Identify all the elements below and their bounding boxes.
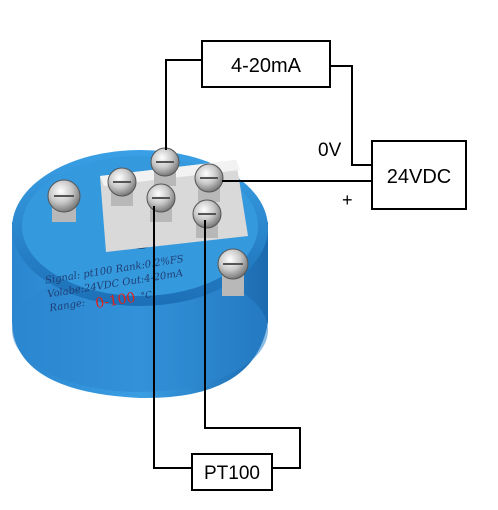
zero-volt-label: 0V <box>318 140 342 161</box>
wire-zero-volt <box>330 65 372 166</box>
wires <box>153 59 372 469</box>
sensor-label: PT100 <box>204 463 260 484</box>
screw-mid-left <box>107 167 137 206</box>
label-range-unit: °C <box>140 290 153 302</box>
terminal-screws <box>47 147 249 296</box>
screw-right <box>217 248 249 296</box>
screw-top-middle <box>150 147 180 186</box>
wire-signal-out <box>165 59 202 150</box>
power-supply-label: 24VDC <box>387 166 451 188</box>
wire-sensor-b <box>204 220 301 469</box>
screw-mid-center <box>146 183 176 222</box>
wire-sensor-a <box>153 206 192 469</box>
current-output-label: 4-20mA <box>231 55 302 77</box>
screw-mid-right <box>192 199 222 238</box>
sensor-box: PT100 <box>191 453 273 491</box>
screw-top-right <box>194 163 224 202</box>
label-range-value: 0-100 <box>94 290 136 312</box>
power-supply-box: 24VDC <box>371 140 467 210</box>
screw-left <box>47 179 81 222</box>
plus-label: + <box>342 190 353 210</box>
current-output-box: 4-20mA <box>201 40 331 88</box>
